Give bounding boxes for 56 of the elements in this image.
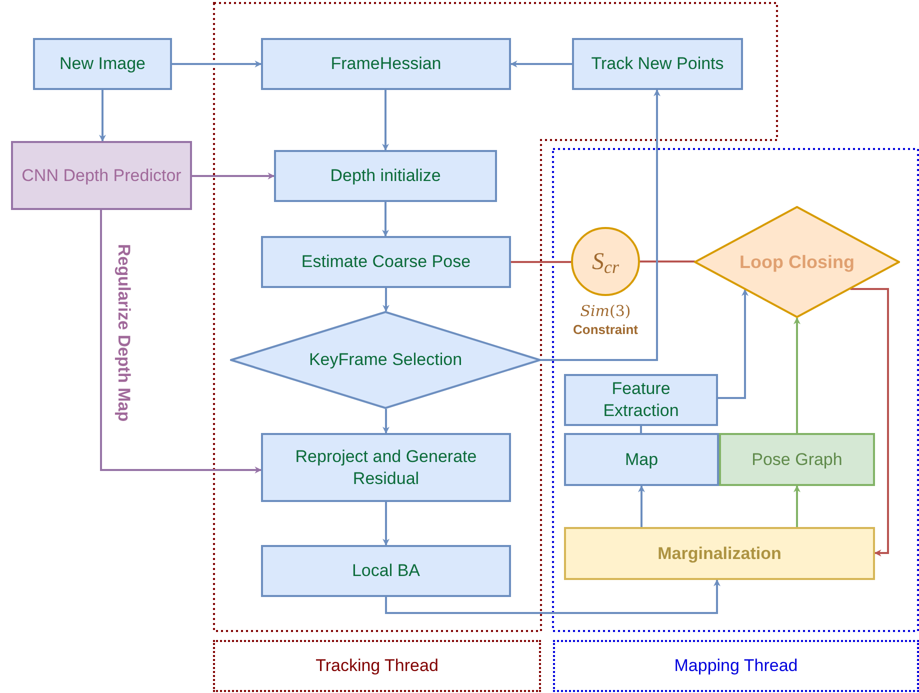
node-label: Estimate Coarse Pose <box>301 251 471 273</box>
node-label: Map <box>624 448 658 470</box>
connector-line <box>640 260 695 262</box>
arrow <box>192 172 275 180</box>
node-label: Depth initialize <box>330 165 441 187</box>
arrow <box>794 317 800 433</box>
decision-diamond <box>230 311 541 409</box>
arrow <box>638 485 645 527</box>
thread-label-box <box>553 640 919 692</box>
math-symbol: S$_{cr}$ <box>592 250 619 272</box>
node-label: Marginalization <box>658 542 782 564</box>
process-box <box>11 141 192 210</box>
node-label: KeyFrame Selection <box>308 349 462 371</box>
arrow <box>382 90 389 151</box>
arrow <box>99 90 106 142</box>
arrow <box>172 60 262 68</box>
math-label: Sim(3) <box>579 301 632 322</box>
arrow <box>718 289 748 399</box>
node-label: Loop Closing <box>740 251 854 273</box>
node-label: Track New Points <box>591 53 724 75</box>
node-label: FrameHessian <box>330 53 442 75</box>
process-box <box>719 433 875 486</box>
process-box <box>564 374 718 426</box>
connector-line <box>640 426 642 433</box>
node-label: Feature Extraction <box>602 378 680 422</box>
arrow <box>385 579 720 614</box>
node-label: Mapping Thread <box>674 655 798 677</box>
arrow <box>382 202 389 237</box>
connector-line <box>511 261 571 263</box>
process-box <box>564 527 875 580</box>
node-label: Pose Graph <box>752 448 842 470</box>
process-box <box>261 236 511 288</box>
arrow <box>100 210 262 474</box>
node-label: Reproject and Generate Residual <box>294 446 478 490</box>
arrow <box>850 288 889 556</box>
caption-label: Constraint <box>572 321 639 339</box>
process-box <box>261 545 511 597</box>
process-box <box>274 150 497 202</box>
arrow <box>510 60 572 68</box>
decision-diamond <box>694 206 900 318</box>
edge-label: Regularize Depth Map <box>114 244 134 422</box>
node-label: CNN Depth Predictor <box>22 164 182 186</box>
arrow <box>382 502 390 546</box>
thread-label-box <box>213 640 541 692</box>
process-box <box>261 38 511 90</box>
arrow <box>794 485 800 527</box>
process-box <box>572 38 743 90</box>
arrow <box>541 89 660 361</box>
process-box <box>261 433 511 502</box>
arrow <box>382 408 390 434</box>
node-label: New Image <box>60 53 146 75</box>
process-box <box>33 38 172 90</box>
node-label: Local BA <box>352 560 420 582</box>
node-label: Tracking Thread <box>316 655 438 677</box>
process-box <box>564 433 719 486</box>
arrow <box>382 288 390 312</box>
